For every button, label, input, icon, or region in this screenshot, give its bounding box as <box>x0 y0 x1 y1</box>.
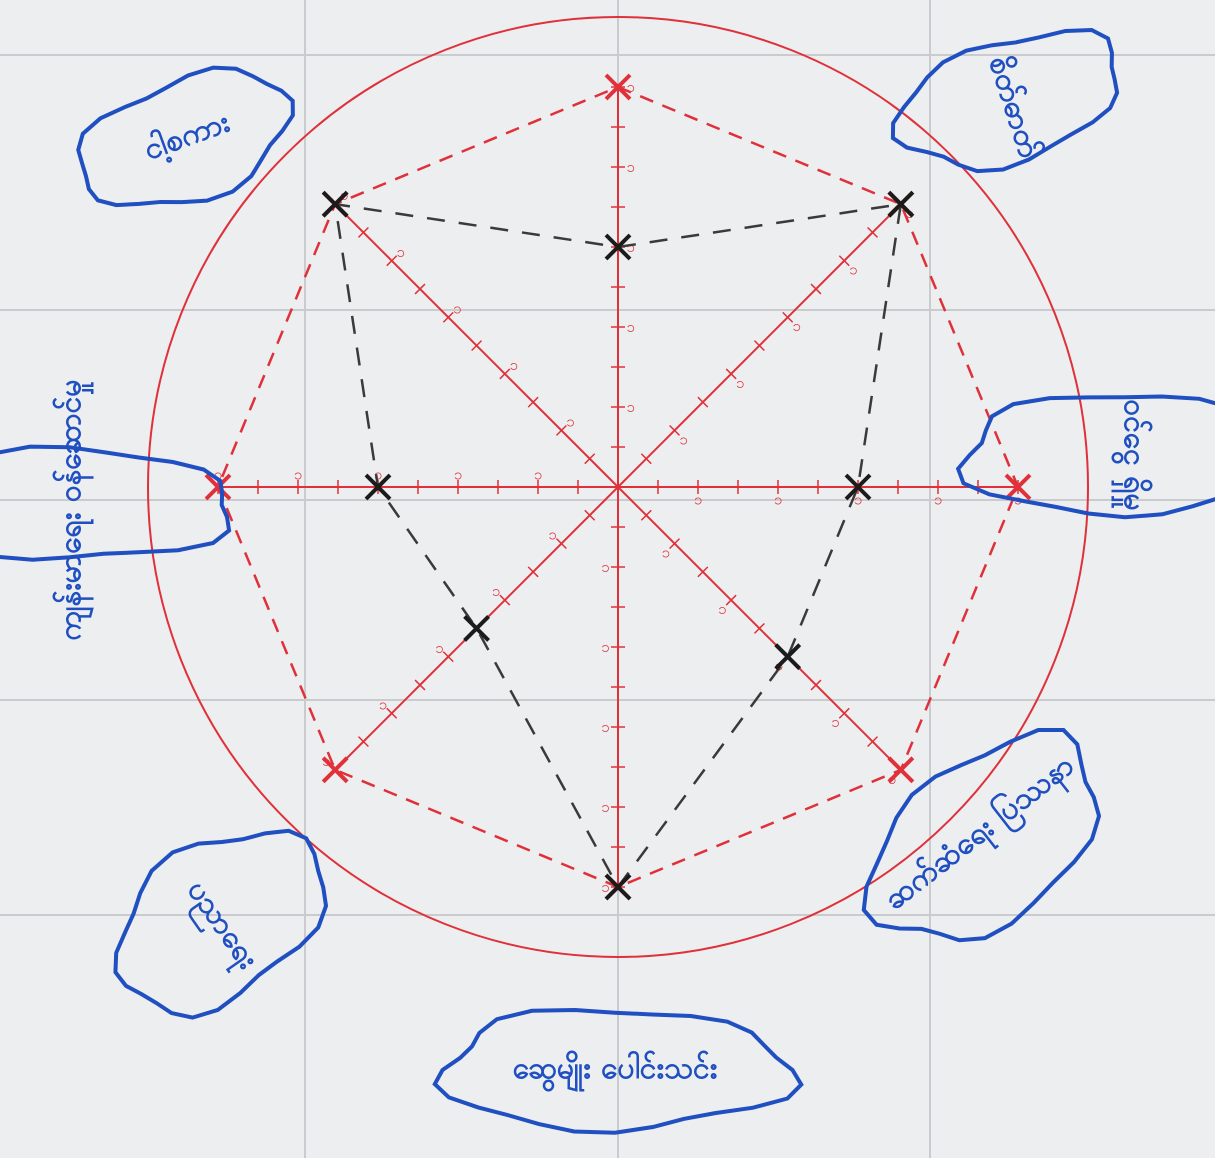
tick-label: ၁ <box>454 465 462 483</box>
tick-label: ၁ <box>566 413 574 431</box>
tick-label: ၁ <box>792 317 800 335</box>
tick-label: ၁ <box>626 238 634 256</box>
tick-label: ၁ <box>934 491 942 509</box>
tick-label: ၁ <box>626 78 634 96</box>
tick-label: ၁ <box>626 158 634 176</box>
tick-label: ၁ <box>626 318 634 336</box>
tick-label: ၁ <box>548 526 556 544</box>
tick-label: ၁ <box>492 582 500 600</box>
tick-label: ၁ <box>736 374 744 392</box>
tick-label: ၁ <box>694 491 702 509</box>
tick-label: ၁ <box>661 543 669 561</box>
tick-label: ၁ <box>774 491 782 509</box>
tick-label: ၁ <box>601 558 609 576</box>
tick-label: ၁ <box>601 798 609 816</box>
tick-label: ၁ <box>379 695 387 713</box>
tick-label: ၁ <box>601 878 609 896</box>
tick-label: ၁ <box>601 718 609 736</box>
tick-label: ၁ <box>294 465 302 483</box>
tick-label: ၁ <box>601 638 609 656</box>
tick-label: ၁ <box>453 299 461 317</box>
tick-label: ၁ <box>679 430 687 448</box>
tick-label: ၁ <box>831 713 839 731</box>
tick-label: ၁ <box>510 356 518 374</box>
tick-label: ၁ <box>626 398 634 416</box>
tick-label: ၁ <box>534 465 542 483</box>
tick-label: ၁ <box>435 639 443 657</box>
tick-label: ၁ <box>718 600 726 618</box>
tick-label: ၁ <box>849 261 857 279</box>
tick-label: ၁ <box>396 243 404 261</box>
